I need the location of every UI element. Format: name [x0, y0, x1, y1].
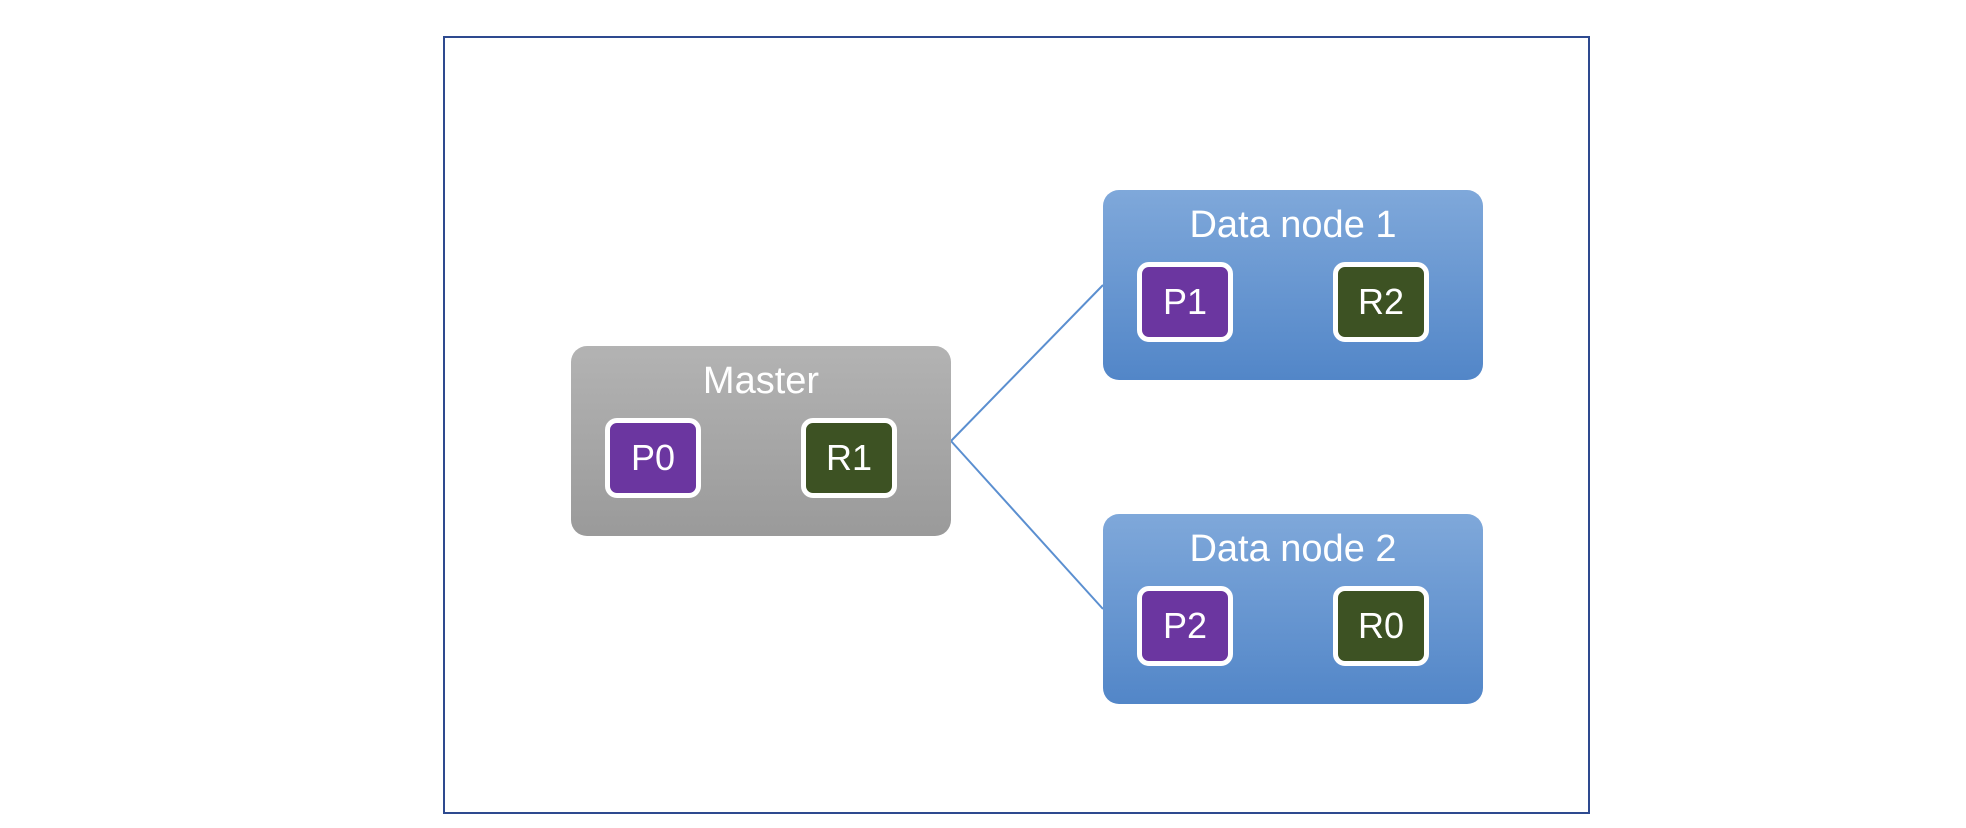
data-node-1-title: Data node 1 [1189, 204, 1397, 246]
replica-shard-r1: R1 [801, 418, 897, 498]
data-node-2-title: Data node 2 [1189, 528, 1397, 570]
data-node-2: Data node 2 P2 R0 [1103, 514, 1483, 704]
replica-shard-r2: R2 [1333, 262, 1429, 342]
master-node: Master P0 R1 [571, 346, 951, 536]
replica-shard-r0: R0 [1333, 586, 1429, 666]
primary-shard-p1: P1 [1137, 262, 1233, 342]
master-node-title: Master [702, 360, 820, 402]
data-node-1: Data node 1 P1 R2 [1103, 190, 1483, 380]
primary-shard-p2: P2 [1137, 586, 1233, 666]
primary-shard-p0: P0 [605, 418, 701, 498]
